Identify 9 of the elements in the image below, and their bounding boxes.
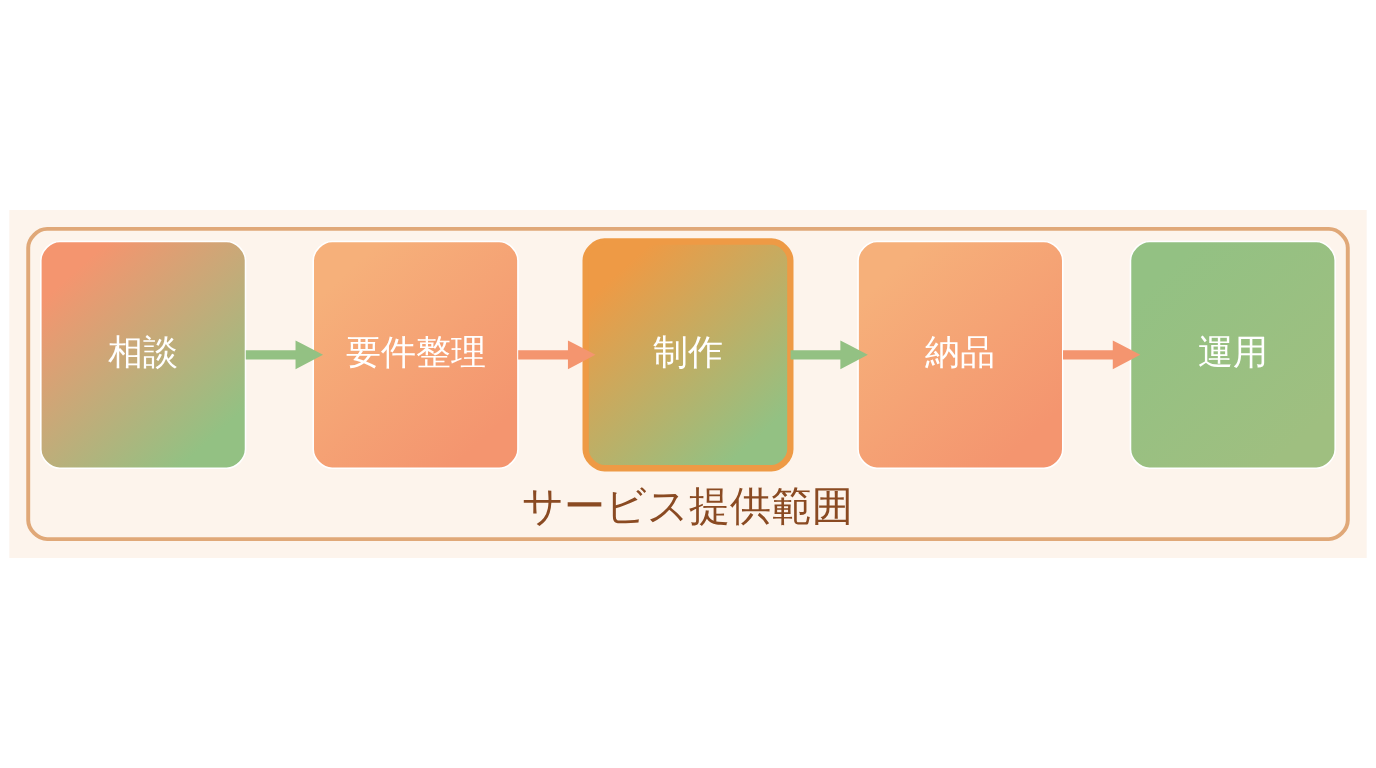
arrow: [245, 340, 323, 370]
arrow: [790, 340, 868, 370]
node-box: 相談: [40, 240, 247, 470]
node-box: 制作: [582, 238, 794, 472]
node-box: 要件整理: [312, 240, 519, 470]
node-box: 納品: [857, 240, 1064, 470]
node-box: 運用: [1129, 240, 1336, 470]
arrow: [518, 340, 596, 370]
arrow: [1063, 340, 1141, 370]
